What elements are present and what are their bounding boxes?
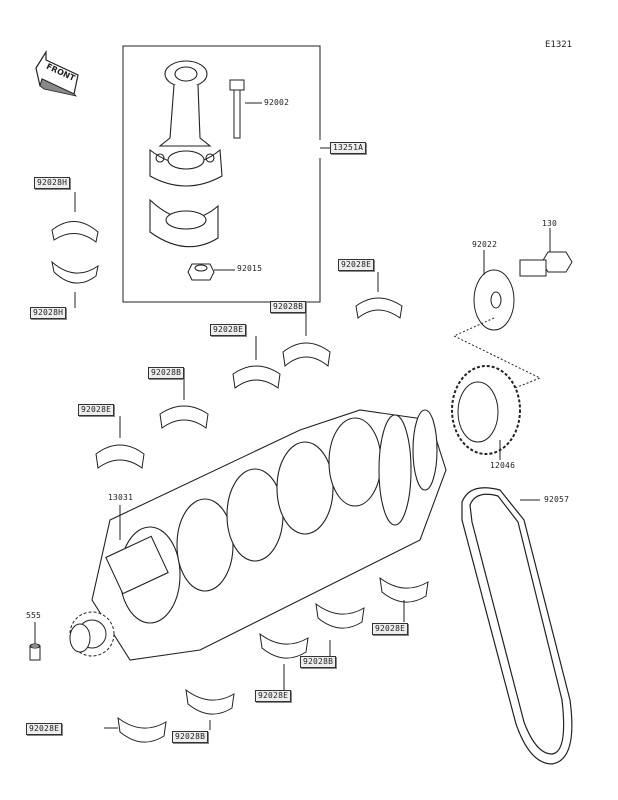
part-label-92002[interactable]: 92002: [264, 98, 290, 107]
conrod-bolt: [229, 79, 245, 139]
sprocket: [451, 365, 521, 455]
part-label-92022[interactable]: 92022: [472, 240, 498, 249]
part-label-12046[interactable]: 12046: [490, 461, 516, 470]
part-label-13251a[interactable]: 13251A: [330, 142, 367, 154]
part-label-13031[interactable]: 13031: [108, 493, 134, 502]
crankshaft: [91, 409, 447, 661]
part-label-92028e-1[interactable]: 92028E: [338, 259, 375, 271]
part-label-92028e-3[interactable]: 92028E: [78, 404, 115, 416]
part-label-92028b-3[interactable]: 92028B: [300, 656, 337, 668]
crank-front-gear: [69, 611, 115, 657]
connecting-rod: [149, 60, 223, 187]
part-label-92028b-2[interactable]: 92028B: [148, 367, 185, 379]
part-label-92028e-2[interactable]: 92028E: [210, 324, 247, 336]
conrod-bearing-upper: [51, 221, 99, 243]
part-label-92028b-1[interactable]: 92028B: [270, 301, 307, 313]
part-label-92028e-5[interactable]: 92028E: [255, 690, 292, 702]
washer: [473, 269, 515, 331]
conrod-nut: [187, 263, 215, 281]
part-label-92015[interactable]: 92015: [237, 264, 263, 273]
part-label-92028e-4[interactable]: 92028E: [372, 623, 409, 635]
part-label-92028h-bottom[interactable]: 92028H: [30, 307, 67, 319]
main-bearing-lower: [117, 576, 429, 743]
part-label-92028e-6[interactable]: 92028E: [26, 723, 63, 735]
diagram-id: E1321: [545, 40, 573, 50]
part-label-92057[interactable]: 92057: [544, 495, 570, 504]
cam-chain: [461, 487, 573, 765]
part-label-130[interactable]: 130: [542, 219, 558, 228]
flange-bolt: [519, 251, 573, 277]
conrod-assembly-bracket: [122, 45, 321, 303]
connecting-rod-cap: [149, 198, 219, 248]
dowel-pin: [29, 643, 41, 661]
part-label-92028h-top[interactable]: 92028H: [34, 177, 71, 189]
main-bearing: [95, 297, 403, 469]
part-label-555[interactable]: 555: [26, 611, 42, 620]
front-arrow-icon: [35, 49, 79, 97]
conrod-bearing-lower: [51, 260, 99, 284]
assembly-guide-line: [452, 317, 542, 391]
part-label-92028b-4[interactable]: 92028B: [172, 731, 209, 743]
